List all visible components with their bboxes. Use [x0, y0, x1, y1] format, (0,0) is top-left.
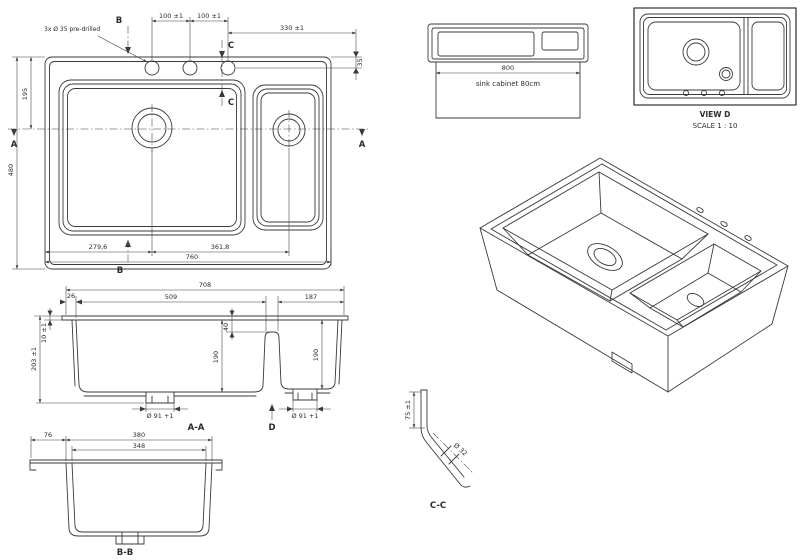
view-d-large-drain — [682, 38, 710, 66]
section-bb-view: 76 380 348 B-B — [29, 431, 223, 558]
view-d-hole — [701, 90, 707, 96]
iso-rim-outer — [479, 157, 789, 337]
iso-faucet-hole — [744, 235, 752, 241]
iso-faucet-hole — [720, 221, 728, 227]
sink-front-outline — [427, 23, 589, 63]
dim-35: 35 — [356, 58, 364, 66]
dim-348: 348 — [133, 442, 145, 450]
front-view: 800 sink cabinet 80cm — [427, 23, 589, 119]
view-d-small-drain — [719, 67, 733, 81]
dim-26: 26 — [67, 292, 75, 300]
dim-100-b: 100 ±1 — [197, 12, 221, 20]
dim-195: 195 — [21, 88, 29, 100]
dim-40: 40 — [222, 323, 230, 331]
dim-279-6: 279,6 — [89, 243, 108, 251]
dim-203: 203 ±1 — [30, 347, 38, 371]
section-cc-title: C-C — [430, 501, 446, 511]
isometric-view — [479, 157, 789, 393]
faucet-hole — [144, 60, 160, 76]
dim-190-left: 190 — [212, 351, 220, 363]
dim-480: 480 — [7, 164, 15, 176]
cabinet-caption: sink cabinet 80cm — [476, 80, 540, 88]
dim-75: 75 ±1 — [404, 400, 412, 420]
dim-100-a: 100 ±1 — [159, 12, 183, 20]
view-d-title: VIEW D — [700, 110, 731, 119]
faucet-hole — [182, 60, 198, 76]
section-cc-view: 75 ±1 Ø 32 C-C — [404, 389, 474, 511]
predrilled-note: 3x Ø 35 pre-drilled — [44, 26, 100, 33]
dim-509: 509 — [165, 293, 177, 301]
section-label-a-left: A — [11, 140, 18, 150]
view-d-arrow-label: D — [268, 423, 275, 433]
dim-10: 10 ±1 — [40, 323, 48, 343]
dim-187: 187 — [305, 293, 317, 301]
view-d-hole — [719, 90, 725, 96]
dim-hole-32: Ø 32 — [452, 441, 469, 457]
plan-view: 3x Ø 35 pre-drilled 100 ±1 100 ±1 330 ±1… — [7, 12, 368, 276]
iso-small-drain — [686, 292, 705, 308]
dim-760: 760 — [186, 253, 198, 261]
view-d-hole — [683, 90, 689, 96]
section-label-c-bottom: C — [228, 98, 234, 108]
view-d-frame — [633, 7, 797, 106]
dim-361-8: 361,8 — [211, 243, 230, 251]
view-d-scale: SCALE 1 : 10 — [693, 122, 738, 130]
section-aa-title: A-A — [188, 423, 205, 433]
dim-800: 800 — [502, 64, 514, 72]
dim-190-right: 190 — [312, 349, 320, 361]
dim-drain-left: Ø 91 +1 — [146, 412, 173, 420]
dim-76: 76 — [44, 431, 52, 439]
section-label-c-top: C — [228, 41, 234, 51]
iso-faucet-hole — [696, 207, 704, 213]
dim-drain-right: Ø 91 +1 — [291, 412, 318, 420]
view-d: VIEW D SCALE 1 : 10 — [633, 7, 797, 130]
dim-708: 708 — [199, 281, 211, 289]
section-label-b-top: B — [116, 16, 122, 26]
dim-380: 380 — [133, 431, 145, 439]
iso-overflow-box — [611, 351, 633, 374]
section-label-b-bottom: B — [117, 266, 123, 276]
iso-large-drain — [587, 243, 623, 271]
faucet-hole — [220, 60, 236, 76]
sink-outline — [44, 56, 332, 270]
section-bb-title: B-B — [117, 548, 134, 558]
dim-330: 330 ±1 — [280, 24, 304, 32]
section-label-a-right: A — [359, 140, 366, 150]
section-aa-view: 708 26 509 187 40 190 190 203 ±1 10 ±1 Ø… — [30, 281, 349, 433]
